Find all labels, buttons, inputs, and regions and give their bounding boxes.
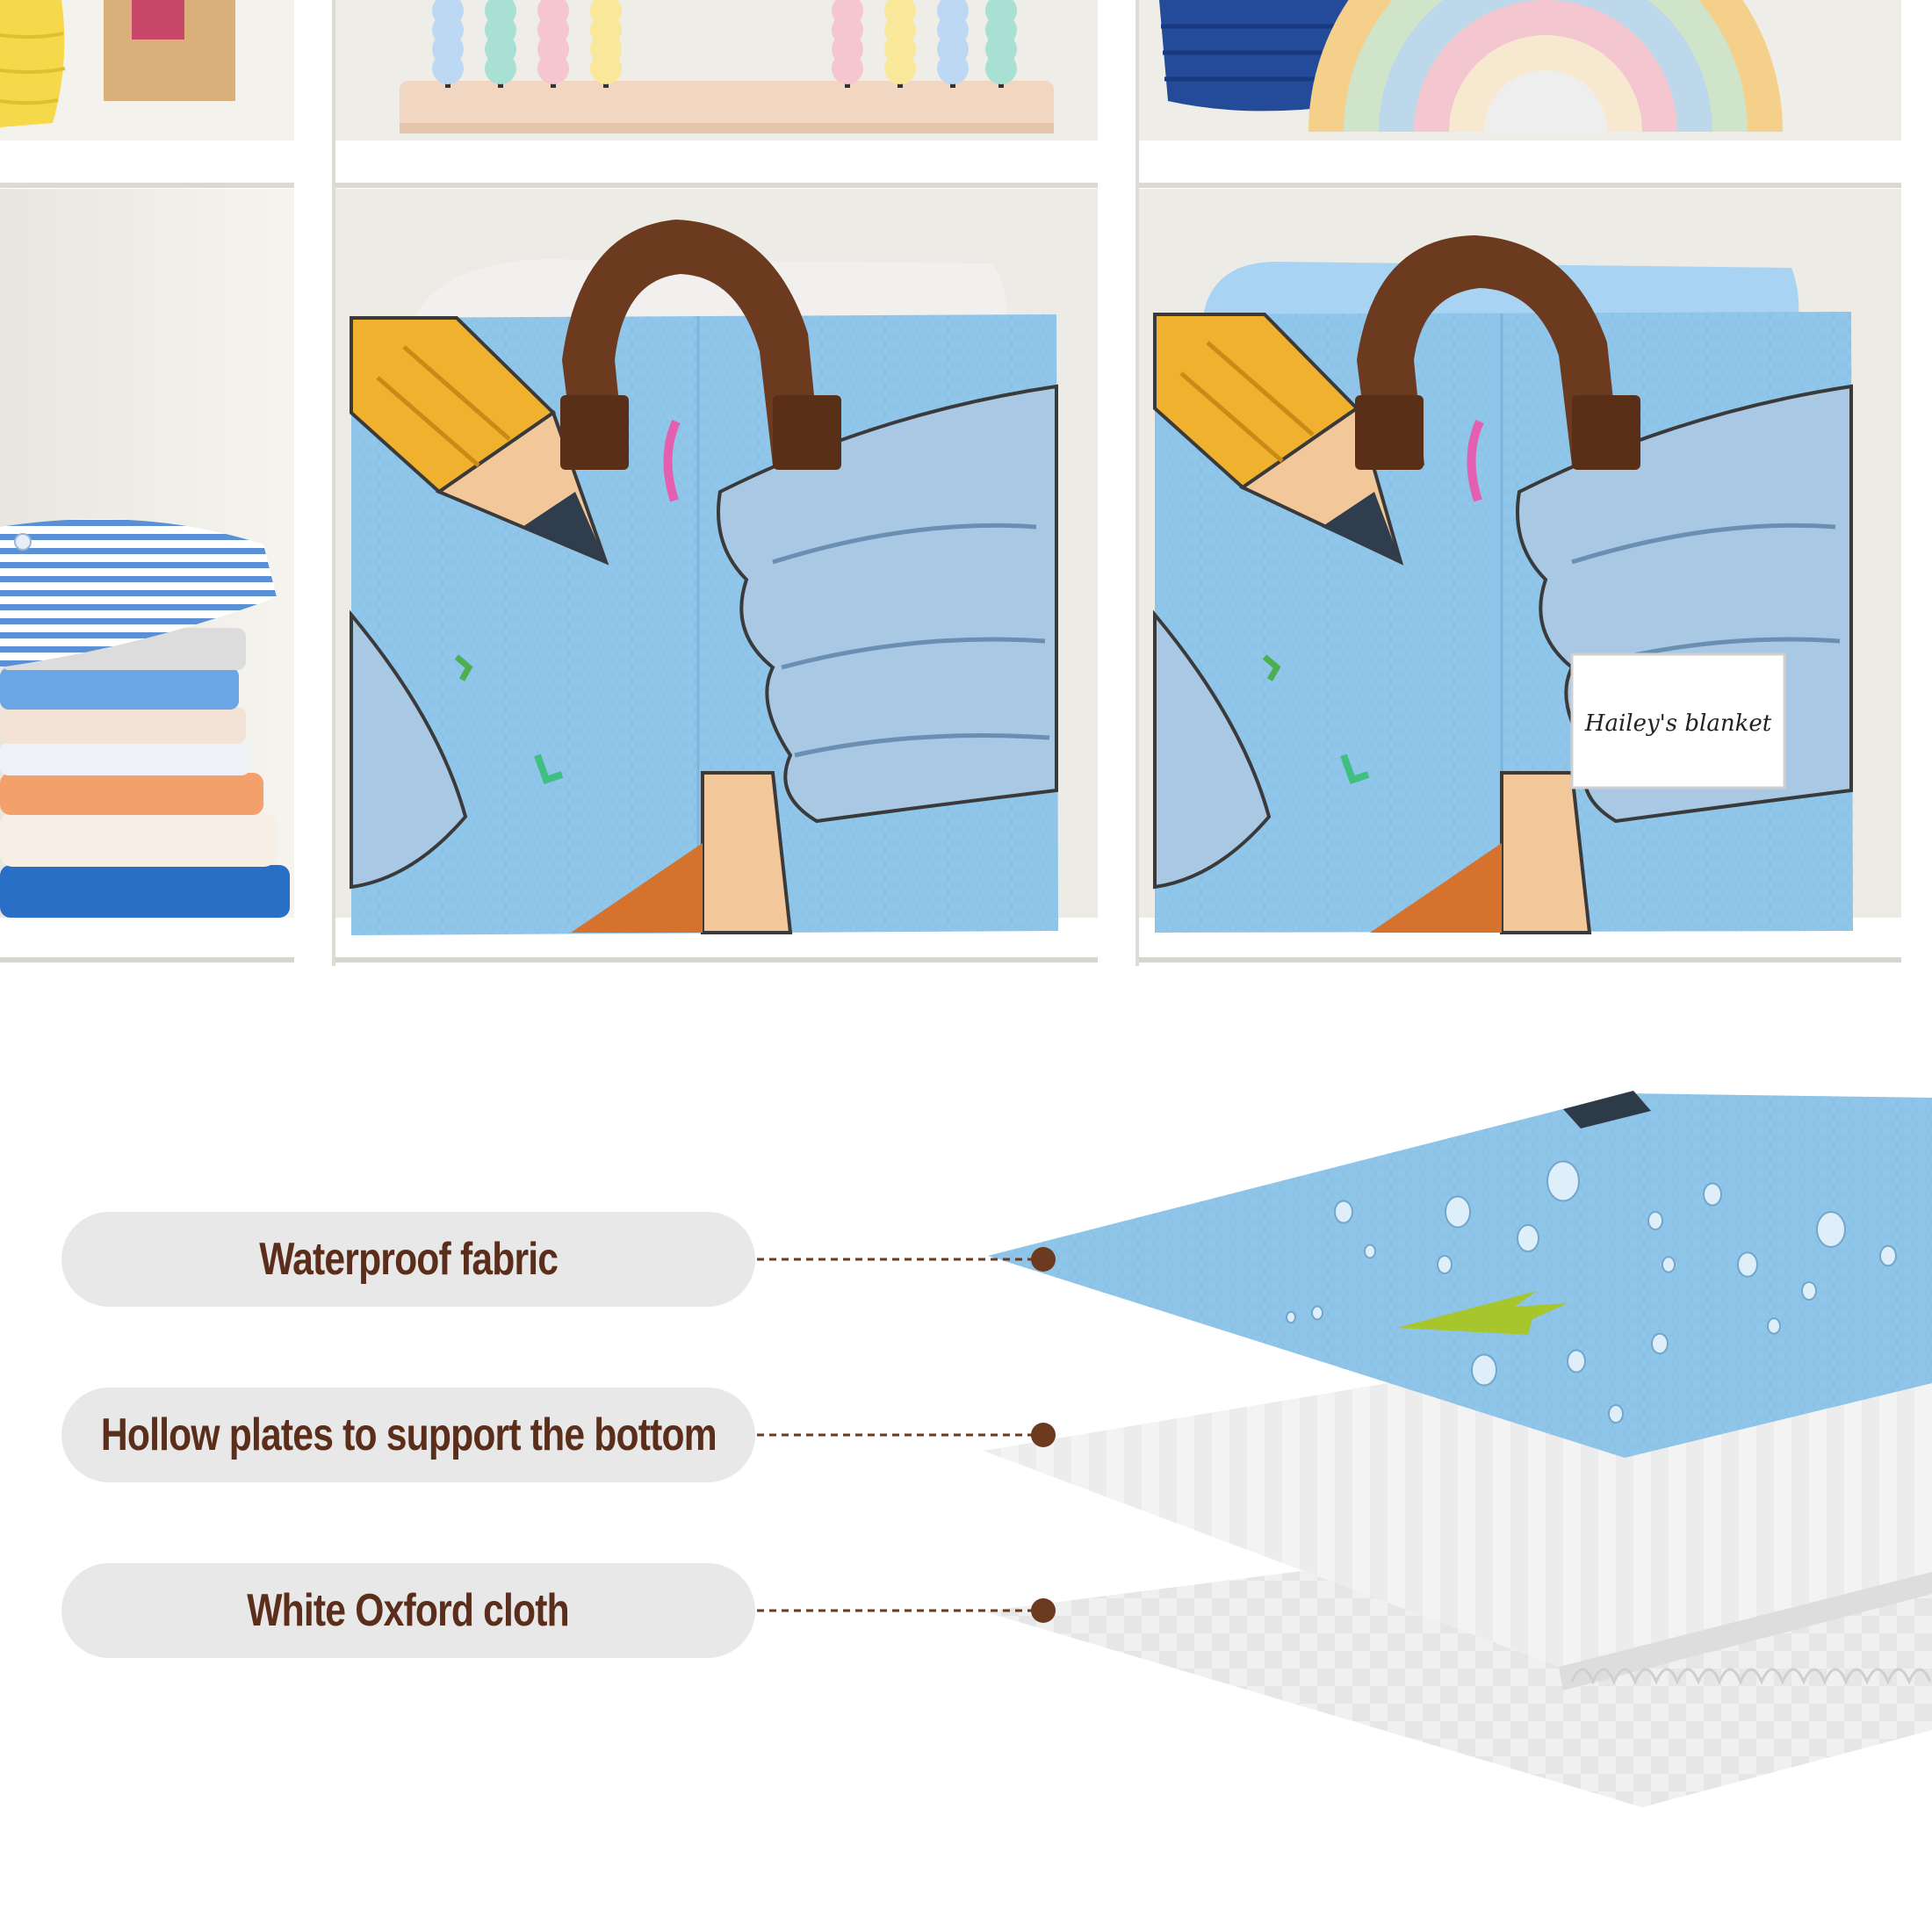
book-illustration bbox=[1153, 384, 1853, 934]
folded-clothes-stack bbox=[0, 519, 290, 918]
water-drop-icons bbox=[1286, 1160, 1897, 1424]
abacus-bead bbox=[832, 53, 863, 84]
abacus-bead bbox=[537, 53, 569, 84]
layer-label-oxford-cloth: White Oxford cloth bbox=[61, 1563, 755, 1658]
abacus-bead bbox=[985, 53, 1017, 84]
water-drop-icon bbox=[1437, 1255, 1453, 1274]
abacus-bead bbox=[590, 53, 622, 84]
abacus-bead bbox=[884, 53, 916, 84]
book-illustration bbox=[350, 384, 1058, 934]
water-drop-icon bbox=[1546, 1160, 1580, 1202]
layer-label-text: Waterproof fabric bbox=[259, 1234, 559, 1285]
storage-bin-left bbox=[350, 220, 1058, 935]
water-drop-icon bbox=[1334, 1200, 1353, 1224]
leaf-shape-icon bbox=[1396, 1291, 1568, 1335]
wooden-block-toy bbox=[104, 0, 235, 101]
bin-handle[interactable] bbox=[1355, 235, 1640, 470]
water-drop-icon bbox=[1767, 1317, 1781, 1335]
layer-label-waterproof-fabric: Waterproof fabric bbox=[61, 1212, 755, 1307]
abacus-bead bbox=[432, 53, 464, 84]
leader-lines bbox=[757, 1247, 1056, 1623]
water-drop-icon bbox=[1651, 1332, 1669, 1355]
water-drop-icon bbox=[1608, 1404, 1624, 1424]
water-drop-icon bbox=[1801, 1281, 1817, 1301]
water-drop-icon bbox=[1879, 1244, 1897, 1267]
water-drop-icon bbox=[1364, 1244, 1376, 1259]
layer-diagram bbox=[984, 1091, 1932, 1807]
water-drop-icon bbox=[1662, 1256, 1676, 1273]
water-drop-icon bbox=[1445, 1195, 1471, 1229]
water-drop-icon bbox=[1816, 1211, 1846, 1248]
water-drop-icon bbox=[1471, 1353, 1497, 1387]
water-drop-icon bbox=[1703, 1182, 1722, 1207]
name-label-tag: Hailey's blanket bbox=[1570, 652, 1786, 789]
abacus-bead bbox=[937, 53, 969, 84]
water-drop-icon bbox=[1647, 1211, 1663, 1230]
white-cloth-in-bin bbox=[413, 259, 1006, 325]
water-drop-icon bbox=[1286, 1310, 1296, 1324]
yellow-basket bbox=[0, 0, 66, 127]
layer-label-hollow-plates: Hollow plates to support the bottom bbox=[61, 1388, 755, 1482]
abacus-toy bbox=[400, 0, 1054, 133]
water-drop-icon bbox=[1517, 1224, 1539, 1252]
name-label-text: Hailey's blanket bbox=[1584, 710, 1772, 737]
water-drop-icon bbox=[1311, 1305, 1323, 1321]
water-drop-icon bbox=[1737, 1251, 1758, 1278]
bin-handle[interactable] bbox=[560, 220, 841, 470]
abacus-bead bbox=[485, 53, 516, 84]
layer-label-text: Hollow plates to support the bottom bbox=[100, 1409, 717, 1460]
water-drop-icon bbox=[1567, 1349, 1586, 1373]
storage-bin-right: Hailey's blanket bbox=[1153, 235, 1853, 934]
rainbow-toy bbox=[1308, 0, 1783, 132]
layer-label-text: White Oxford cloth bbox=[247, 1585, 570, 1636]
